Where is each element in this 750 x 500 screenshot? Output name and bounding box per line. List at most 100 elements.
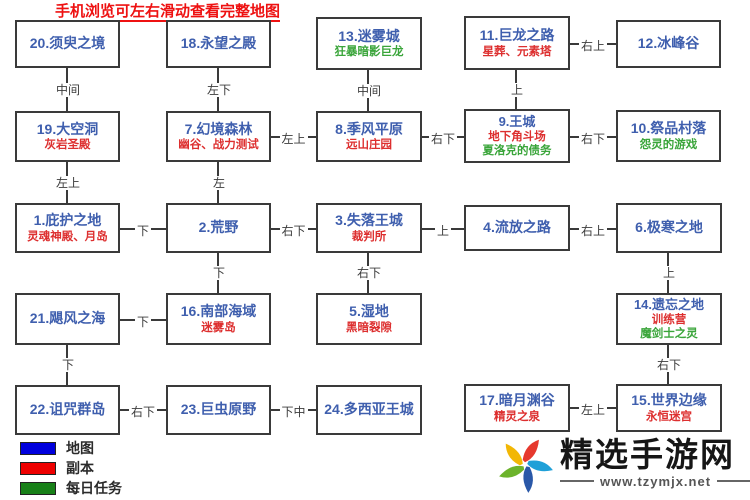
edge-1-2: 下 xyxy=(120,224,166,238)
node-sub-daily: 狂暴暗影巨龙 xyxy=(334,46,404,59)
node-sub-dungeon: 地下角斗场 xyxy=(488,130,546,143)
edge-label: 左 xyxy=(210,175,228,190)
node-title: 14.遗忘之地 xyxy=(633,296,705,312)
node-title: 18.永望之殿 xyxy=(180,35,257,52)
edge-label: 上 xyxy=(660,266,678,280)
edge-22-23: 右下 xyxy=(120,405,166,419)
node-sub-dungeon: 黑暗裂隙 xyxy=(346,321,392,334)
map-node-20: 20.须臾之境 xyxy=(15,20,120,68)
node-title: 17.暗月渊谷 xyxy=(479,392,555,409)
node-sub-dungeon: 永恒迷宫 xyxy=(646,410,692,423)
edge-21-22: 下 xyxy=(59,345,77,385)
edge-label: 左上 xyxy=(578,403,608,417)
map-node-17: 17.暗月渊谷 精灵之泉 xyxy=(464,384,570,432)
edge-label: 下中 xyxy=(279,405,308,419)
dash-line xyxy=(717,480,750,482)
node-sub-dungeon: 精灵之泉 xyxy=(494,410,540,423)
map-node-21: 21.飓风之海 xyxy=(15,293,120,345)
edge-9-10: 右下 xyxy=(570,132,616,146)
node-title: 3.失落王城 xyxy=(335,212,403,229)
edge-17-15: 左上 xyxy=(570,403,616,417)
node-title: 19.大空洞 xyxy=(36,120,99,137)
edge-label: 右下 xyxy=(428,132,458,146)
node-sub-daily: 魔剑士之灵 xyxy=(640,328,698,341)
map-node-8: 8.季风平原 远山庄园 xyxy=(316,111,422,162)
map-node-14: 14.遗忘之地 训练营 魔剑士之灵 xyxy=(616,293,722,345)
pinwheel-logo-icon xyxy=(499,439,553,493)
edge-21-16: 下 xyxy=(120,315,166,329)
map-node-23: 23.巨虫原野 xyxy=(166,385,271,435)
edge-label: 左下 xyxy=(204,82,234,97)
node-sub-dungeon: 训练营 xyxy=(651,313,687,326)
edge-label: 上 xyxy=(434,224,452,238)
edge-label: 右下 xyxy=(578,132,608,146)
map-node-7: 7.幻境森林 幽谷、战力测试 xyxy=(166,111,271,162)
node-title: 2.荒野 xyxy=(198,219,239,236)
node-title: 11.巨龙之路 xyxy=(479,27,555,44)
map-node-15: 15.世界边缘 永恒迷宫 xyxy=(616,384,722,432)
edge-label: 右下 xyxy=(128,405,158,419)
legend-label: 地图 xyxy=(66,440,94,456)
map-node-13: 13.迷雾城 狂暴暗影巨龙 xyxy=(316,17,422,70)
map-node-18: 18.永望之殿 xyxy=(166,20,271,68)
node-sub-dungeon: 远山庄园 xyxy=(346,139,392,152)
node-title: 20.须臾之境 xyxy=(29,35,106,52)
map-node-11: 11.巨龙之路 星葬、元素塔 xyxy=(464,16,570,70)
edge-14-15: 右下 xyxy=(654,345,684,384)
watermark: 精选手游网 www.tzymjx.net xyxy=(494,431,750,495)
edge-2-3: 右下 xyxy=(271,224,316,238)
node-sub-daily: 夏洛克的债务 xyxy=(482,145,552,158)
edge-label: 右下 xyxy=(654,357,684,372)
map-node-12: 12.冰峰谷 xyxy=(616,20,721,68)
node-sub-dungeon: 幽谷、战力测试 xyxy=(178,139,259,152)
legend-item-daily: 每日任务 xyxy=(20,478,122,498)
edge-label: 右下 xyxy=(279,224,308,238)
node-title: 16.南部海域 xyxy=(180,303,257,320)
edge-7-8: 左上 xyxy=(271,132,316,146)
node-title: 7.幻境森林 xyxy=(184,120,253,137)
edge-label: 上 xyxy=(508,82,526,97)
node-title: 10.祭品村落 xyxy=(630,120,707,137)
dash-line xyxy=(560,480,594,482)
node-sub-daily: 怨灵的游戏 xyxy=(639,138,698,151)
edge-13-8: 中间 xyxy=(354,70,384,111)
edge-label: 中间 xyxy=(53,82,83,97)
node-sub-dungeon: 灰岩圣殿 xyxy=(44,139,91,152)
edge-18-7: 左下 xyxy=(204,68,234,111)
map-node-22: 22.诅咒群岛 xyxy=(15,385,120,435)
edge-label: 右上 xyxy=(578,224,608,238)
node-title: 8.季风平原 xyxy=(335,120,403,137)
node-sub-dungeon: 星葬、元素塔 xyxy=(482,45,552,58)
edge-7-2: 左 xyxy=(210,162,228,203)
edge-2-16: 下 xyxy=(210,253,228,293)
edge-23-24: 下中 xyxy=(271,405,316,419)
edge-19-1: 左上 xyxy=(53,162,83,203)
edge-label: 左上 xyxy=(53,175,83,190)
edge-label: 下 xyxy=(210,266,228,280)
node-title: 9.王城 xyxy=(498,113,536,129)
map-node-6: 6.极寒之地 xyxy=(616,203,722,253)
node-sub-dungeon: 迷雾岛 xyxy=(201,321,236,334)
map-node-5: 5.湿地 黑暗裂隙 xyxy=(316,293,422,345)
legend-swatch-dungeon xyxy=(20,461,56,475)
node-title: 15.世界边缘 xyxy=(631,392,707,409)
edge-label: 下 xyxy=(59,358,77,372)
map-node-24: 24.多西亚王城 xyxy=(316,385,422,435)
node-title: 23.巨虫原野 xyxy=(180,401,257,418)
edge-label: 下 xyxy=(134,315,152,329)
map-node-3: 3.失落王城 裁判所 xyxy=(316,203,422,253)
map-node-2: 2.荒野 xyxy=(166,203,271,253)
edge-label: 左上 xyxy=(279,132,308,146)
map-node-4: 4.流放之路 xyxy=(464,205,570,251)
map-node-19: 19.大空洞 灰岩圣殿 xyxy=(15,111,120,162)
legend-item-dungeon: 副本 xyxy=(20,458,122,478)
edge-label: 中间 xyxy=(354,83,384,98)
edge-label: 右下 xyxy=(354,266,384,280)
node-sub-dungeon: 裁判所 xyxy=(351,230,387,243)
legend-label: 每日任务 xyxy=(66,480,122,496)
watermark-url-text: www.tzymjx.net xyxy=(600,473,712,489)
edge-11-12: 右上 xyxy=(570,39,616,53)
edge-20-19: 中间 xyxy=(53,68,83,111)
node-title: 1.庇护之地 xyxy=(33,212,102,229)
